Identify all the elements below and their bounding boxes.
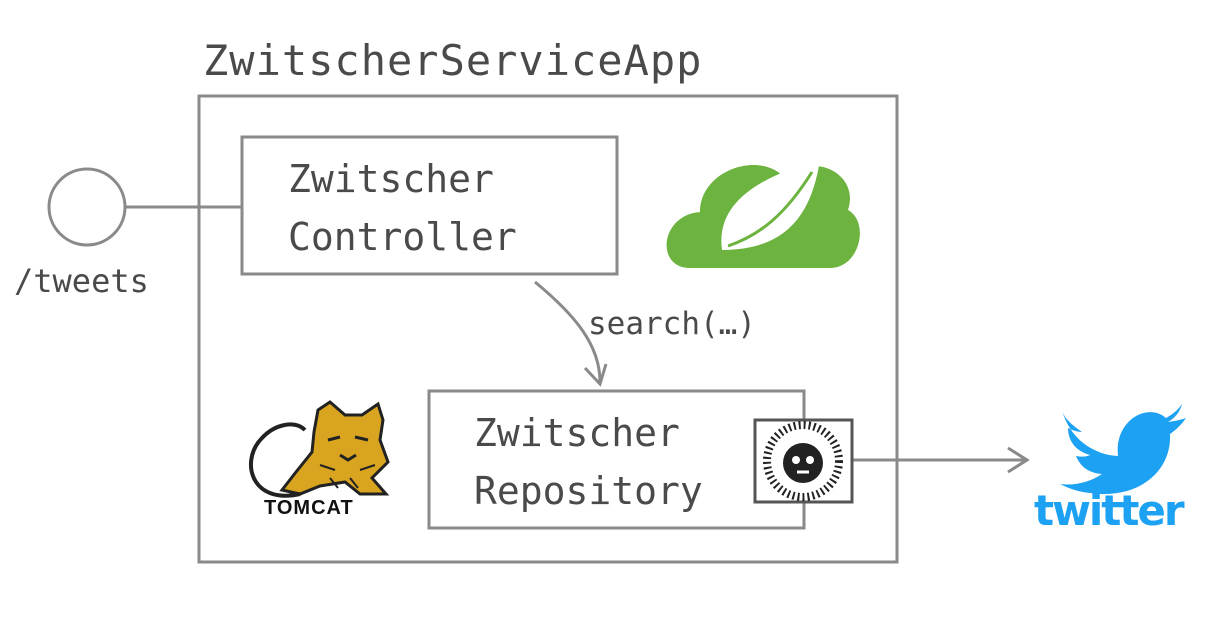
tomcat-logo-text: TOMCAT <box>264 497 354 519</box>
endpoint-circle[interactable] <box>47 167 127 247</box>
controller-box[interactable] <box>240 135 619 276</box>
controller-label-line2: Controller <box>288 215 517 259</box>
hystrix-badge-icon <box>753 418 854 504</box>
controller-label: Zwitscher Controller <box>288 150 517 266</box>
search-call-arrow <box>534 280 602 383</box>
twitter-bird-icon <box>1060 404 1186 495</box>
repository-label-line1: Zwitscher <box>474 411 680 455</box>
controller-label-line1: Zwitscher <box>288 157 494 201</box>
search-call-arrowhead <box>583 363 608 387</box>
endpoint-label: /tweets <box>14 262 149 300</box>
repository-label: Zwitscher Repository <box>474 404 703 520</box>
repository-label-line2: Repository <box>474 469 703 513</box>
app-container <box>197 94 899 564</box>
app-title: ZwitscherServiceApp <box>203 36 703 85</box>
external-call-arrowhead <box>1007 446 1030 474</box>
twitter-logo-text: twitter <box>1034 486 1185 535</box>
repository-box[interactable] <box>427 389 806 530</box>
search-call-label: search(…) <box>588 306 756 342</box>
tomcat-logo-icon <box>248 400 390 498</box>
spring-logo-icon <box>666 160 860 268</box>
